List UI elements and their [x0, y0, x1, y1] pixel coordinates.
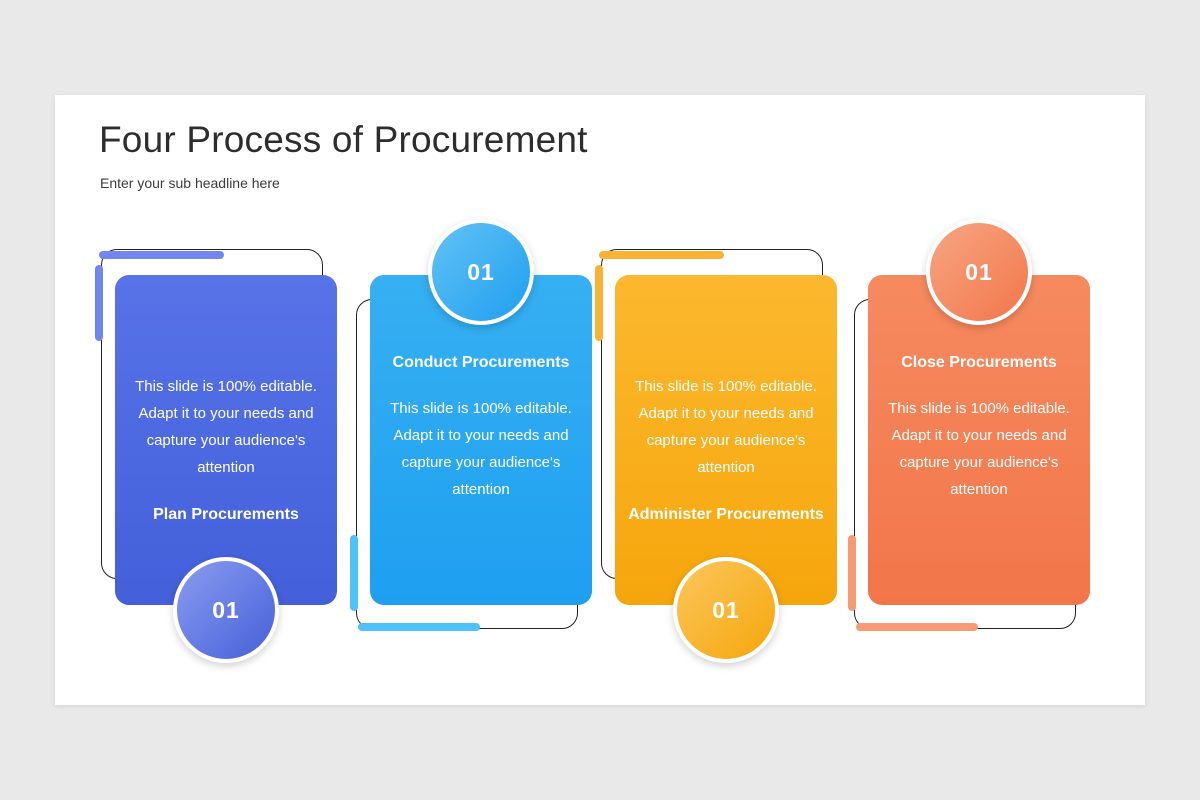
card-body-text: This slide is 100% editable. Adapt it to…: [135, 378, 317, 476]
card-accent-bar-horizontal: [599, 251, 724, 259]
card-title: Close Procurements: [901, 354, 1057, 371]
card-panel: Close Procurements This slide is 100% ed…: [868, 275, 1090, 605]
card-panel: This slide is 100% editable. Adapt it to…: [115, 275, 337, 605]
process-card-plan: This slide is 100% editable. Adapt it to…: [95, 219, 345, 719]
card-panel: Conduct Procurements This slide is 100% …: [370, 275, 592, 605]
card-panel: This slide is 100% editable. Adapt it to…: [615, 275, 837, 605]
card-accent-bar-vertical: [95, 265, 103, 341]
step-number: 01: [712, 596, 740, 623]
card-title: Administer Procurements: [628, 506, 824, 523]
card-title: Plan Procurements: [153, 506, 299, 523]
process-card-close: Close Procurements This slide is 100% ed…: [848, 219, 1098, 719]
card-accent-bar-horizontal: [358, 623, 480, 631]
process-card-administer: This slide is 100% editable. Adapt it to…: [595, 219, 845, 719]
step-badge: 01: [673, 557, 779, 663]
card-accent-bar-vertical: [848, 535, 856, 611]
card-title: Conduct Procurements: [392, 354, 570, 371]
card-body-text: This slide is 100% editable. Adapt it to…: [390, 400, 572, 498]
step-number: 01: [212, 596, 240, 623]
slide-canvas: Four Process of Procurement Enter your s…: [55, 95, 1145, 705]
step-badge: 01: [173, 557, 279, 663]
slide-subtitle: Enter your sub headline here: [100, 175, 280, 191]
slide-title: Four Process of Procurement: [99, 119, 588, 160]
card-accent-bar-horizontal: [99, 251, 224, 259]
card-accent-bar-vertical: [350, 535, 358, 611]
step-number: 01: [965, 258, 993, 285]
step-badge: 01: [926, 219, 1032, 325]
card-body-text: This slide is 100% editable. Adapt it to…: [888, 400, 1070, 498]
step-number: 01: [467, 258, 495, 285]
card-body-text: This slide is 100% editable. Adapt it to…: [635, 378, 817, 476]
step-badge: 01: [428, 219, 534, 325]
process-card-conduct: Conduct Procurements This slide is 100% …: [350, 219, 600, 719]
card-accent-bar-vertical: [595, 265, 603, 341]
card-accent-bar-horizontal: [856, 623, 978, 631]
